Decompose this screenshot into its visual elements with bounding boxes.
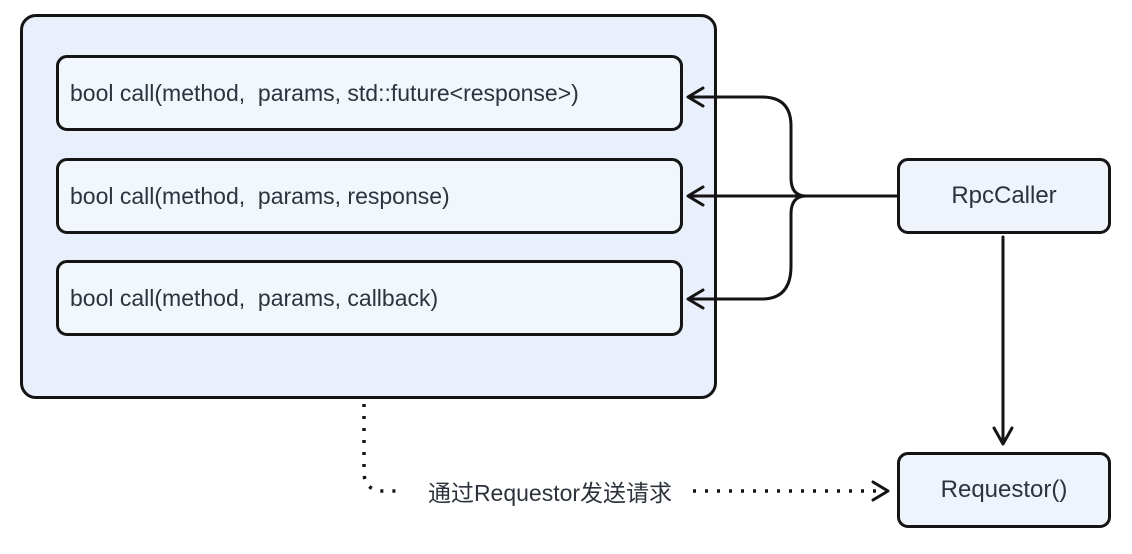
requestor-label: Requestor() bbox=[940, 476, 1068, 503]
method-label-response: bool call(method, params, response) bbox=[70, 182, 450, 209]
method-box-future: bool call(method, params, std::future<re… bbox=[56, 55, 683, 131]
arrowhead-dotted bbox=[871, 480, 890, 502]
method-label-future: bool call(method, params, std::future<re… bbox=[70, 79, 579, 106]
rpccaller-label: RpcCaller bbox=[951, 182, 1057, 209]
rpccaller-node: RpcCaller bbox=[897, 158, 1111, 234]
dotted-edge-vertical bbox=[362, 404, 404, 493]
method-box-response: bool call(method, params, response) bbox=[56, 158, 683, 234]
method-box-callback: bool call(method, params, callback) bbox=[56, 260, 683, 336]
arrowhead-requestor-top bbox=[992, 426, 1014, 446]
method-label-callback: bool call(method, params, callback) bbox=[70, 284, 439, 311]
requestor-node: Requestor() bbox=[897, 452, 1111, 528]
dotted-edge-label: 通过Requestor发送请求 bbox=[414, 478, 686, 508]
